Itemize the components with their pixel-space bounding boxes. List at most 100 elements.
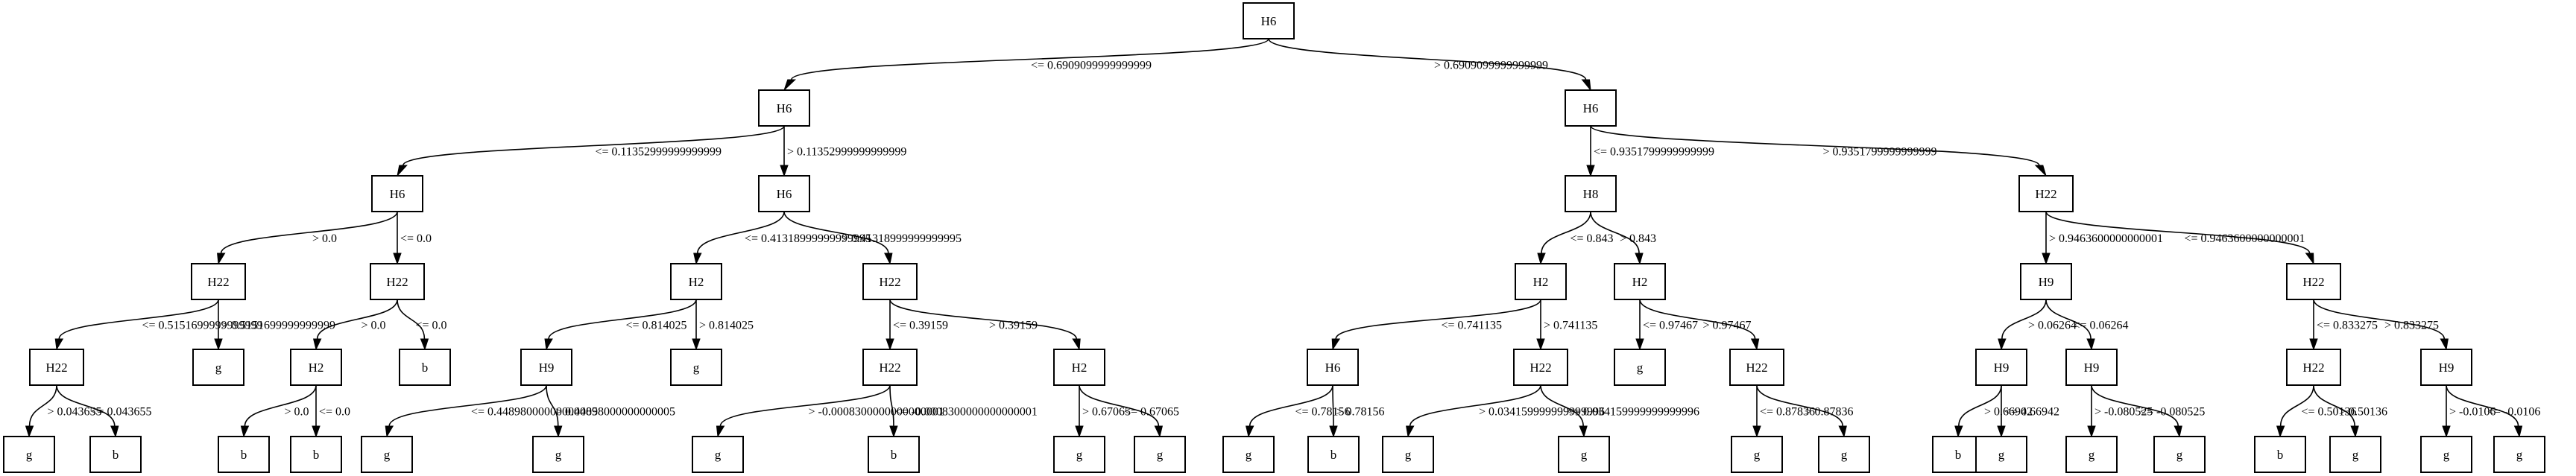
node-label: H22 <box>1530 361 1551 375</box>
tree-node-h22: H22 <box>370 263 425 300</box>
tree-node-h6: H6 <box>1565 89 1617 127</box>
node-box <box>1222 436 1275 473</box>
tree-node-h22: H22 <box>29 349 84 386</box>
arrowhead-icon <box>2042 253 2051 265</box>
arrowhead-icon <box>2276 425 2285 438</box>
edge-line <box>1590 211 1640 254</box>
node-box <box>218 436 270 473</box>
edge-label: > 0.78156 <box>1336 406 1385 419</box>
arrowhead-icon <box>240 425 250 438</box>
tree-node-h9: H9 <box>520 349 572 386</box>
tree-node-h6: H6 <box>1243 2 1295 39</box>
arrowhead-icon <box>889 425 898 438</box>
node-box <box>1975 349 2027 386</box>
node-label: H22 <box>2035 187 2056 201</box>
node-box <box>2065 436 2118 473</box>
tree-node-h2: H2 <box>1515 263 1567 300</box>
node-label: g <box>26 448 33 462</box>
edge-label: > 0.6909099999999999 <box>1434 60 1548 72</box>
edge-label: > 0.0 <box>362 320 386 332</box>
edge-label: > 0.0 <box>312 232 337 245</box>
tree-node-h6: H6 <box>1307 349 1359 386</box>
edge-n5-n11: <= 0.843 <box>1537 211 1614 265</box>
node-box <box>670 263 722 300</box>
edge-line <box>548 299 697 340</box>
arrowhead-icon <box>1536 338 1545 351</box>
node-box <box>532 436 584 473</box>
edge-label: <= 0.50136 <box>2302 406 2357 419</box>
node-label: b <box>241 448 247 462</box>
edge-n0-n2: > 0.6909099999999999 <box>1268 38 1591 92</box>
tree-node-b: b <box>399 349 451 386</box>
edge-label: <= 0.6909099999999999 <box>1031 60 1152 72</box>
edge-n15-n31: > 0.043655 <box>25 384 102 438</box>
edge-label: > 0.9463600000000001 <box>2049 232 2163 245</box>
tree-node-g: g <box>1134 436 1186 473</box>
edge-n27-n48: <= 0.66942 <box>1997 385 2059 438</box>
edge-label: <= 0.843 <box>1570 232 1614 245</box>
node-label: H9 <box>2039 275 2054 289</box>
tree-node-g: g <box>1053 436 1105 473</box>
node-label: H6 <box>1261 14 1277 28</box>
node-label: H9 <box>2084 361 2100 375</box>
node-box <box>2018 175 2074 212</box>
arrowhead-icon <box>385 425 394 438</box>
arrowhead-icon <box>2442 425 2451 438</box>
node-box <box>371 175 423 212</box>
tree-node-g: g <box>692 436 744 473</box>
edge-label: <= 0.5151699999999999 <box>142 320 263 332</box>
edge-label: > 0.44898000000000005 <box>555 406 675 419</box>
arrowhead-icon <box>420 338 429 351</box>
edge-n14-n29: <= 0.833275 <box>2309 299 2378 351</box>
tree-node-h22: H22 <box>862 263 918 300</box>
edge-line <box>1756 384 1844 427</box>
edge-label: > 0.67065 <box>1082 406 1131 419</box>
tree-node-h9: H9 <box>2020 263 2072 300</box>
node-label: H2 <box>1072 361 1087 375</box>
node-box <box>1818 436 1870 473</box>
arrowhead-icon <box>780 165 789 177</box>
tree-node-h22: H22 <box>862 349 918 386</box>
node-label: H6 <box>390 187 405 201</box>
node-box <box>520 349 572 386</box>
edge-n29-n51: <= 0.50136 <box>2276 384 2357 438</box>
edge-n1-n4: > 0.11352999999999999 <box>780 126 906 177</box>
edge-n1-n3: <= 0.11352999999999999 <box>397 125 785 177</box>
node-label: H9 <box>1994 361 2010 375</box>
edge-n24-n44: <= 0.034159999999999996 <box>1540 384 1699 438</box>
node-label: H22 <box>45 361 67 375</box>
tree-node-h6: H6 <box>371 175 423 212</box>
arrowhead-icon <box>2034 165 2047 177</box>
edge-label: <= -0.080525 <box>2140 406 2205 419</box>
node-box <box>2020 263 2072 300</box>
node-box <box>1975 436 2027 473</box>
node-box <box>1731 436 1783 473</box>
node-label: g <box>1754 448 1761 462</box>
node-box <box>2254 436 2306 473</box>
tree-node-g: g <box>1558 436 1610 473</box>
tree-node-h22: H22 <box>191 263 246 300</box>
arrowhead-icon <box>1586 165 1595 177</box>
tree-node-h9: H9 <box>2065 349 2118 386</box>
edge-label: <= 0.0 <box>400 232 432 245</box>
node-label: g <box>1637 361 1644 375</box>
arrowhead-icon <box>1954 425 1963 438</box>
arrowhead-icon <box>544 338 553 351</box>
arrowhead-icon <box>1750 338 1760 351</box>
arrowhead-icon <box>217 253 226 265</box>
edge-n14-n30: > 0.833275 <box>2313 299 2449 351</box>
node-label: b <box>422 361 429 375</box>
edge-line <box>1335 299 1541 340</box>
node-box <box>1053 349 1105 386</box>
tree-node-g: g <box>2065 436 2118 473</box>
edge-n23-n42: > 0.78156 <box>1329 384 1385 438</box>
arrowhead-icon <box>1998 338 2007 351</box>
edge-label: <= 0.44898000000000005 <box>471 406 598 419</box>
edge-line <box>2279 384 2314 427</box>
tree-node-b: b <box>868 436 920 473</box>
tree-node-h2: H2 <box>1614 263 1666 300</box>
edge-label: > 0.39159 <box>989 320 1038 332</box>
arrowhead-icon <box>110 425 119 438</box>
edge-line <box>696 211 785 254</box>
